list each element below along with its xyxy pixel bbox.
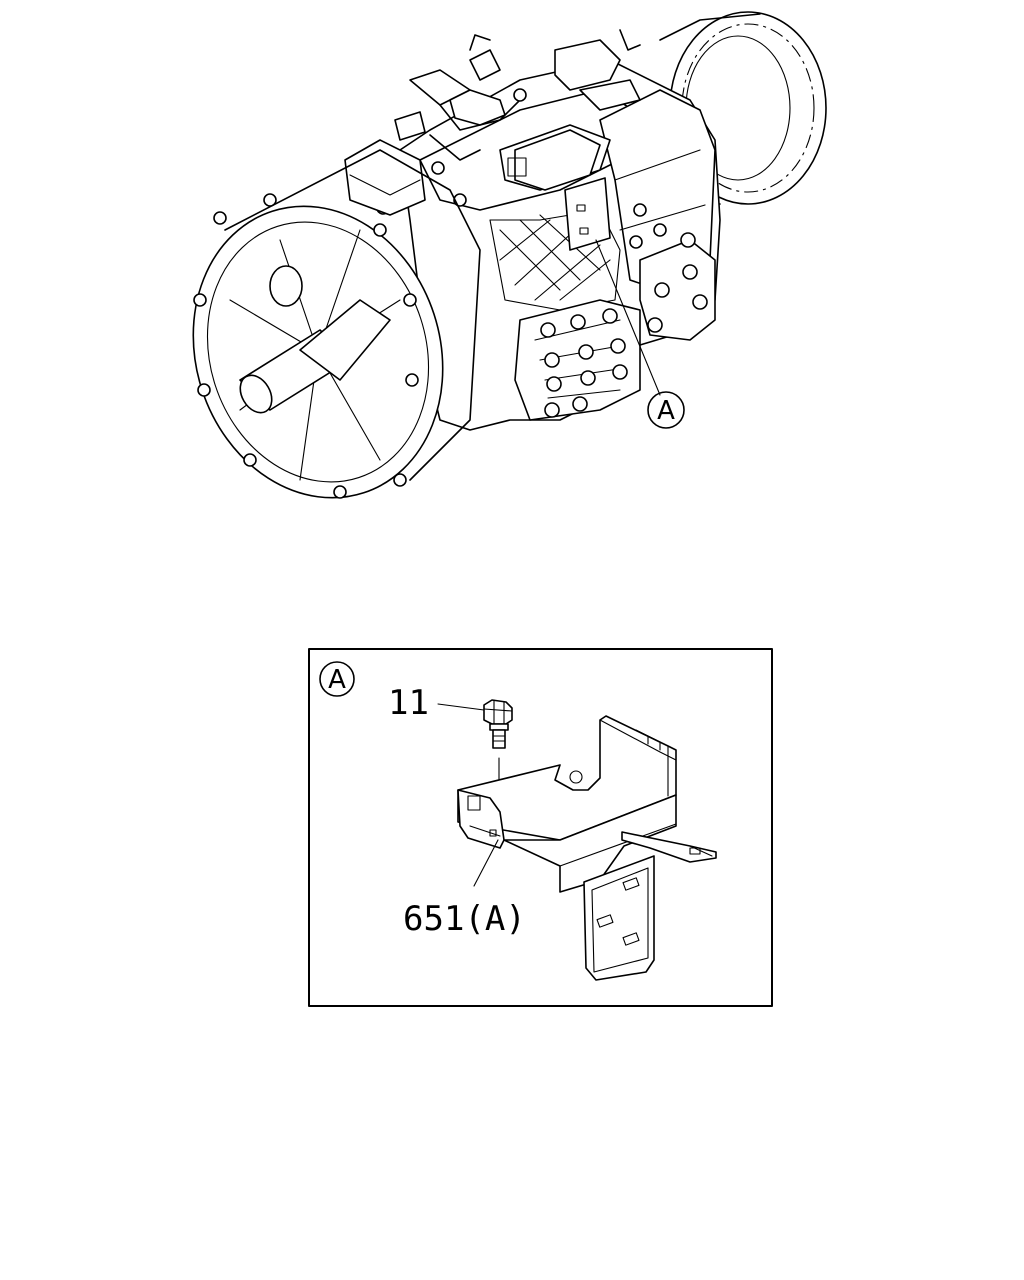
bracket-part-number: 651(A) bbox=[403, 899, 526, 939]
view-marker-label: A bbox=[328, 665, 346, 695]
transmission-assembly bbox=[192, 11, 827, 499]
detail-marker: A bbox=[647, 391, 685, 429]
bolt-leader-line bbox=[437, 703, 485, 711]
detail-marker-label: A bbox=[657, 396, 675, 426]
bolt-part-number: 11 bbox=[388, 683, 429, 723]
gearbox-body bbox=[399, 59, 721, 431]
mounting-bracket bbox=[457, 715, 717, 981]
view-marker: A bbox=[319, 661, 355, 697]
bracket-location bbox=[507, 129, 611, 251]
detail-leader-line bbox=[595, 239, 661, 396]
bell-housing bbox=[192, 149, 481, 499]
detail-view-frame bbox=[308, 648, 773, 1007]
bracket-leader-line bbox=[473, 839, 499, 887]
